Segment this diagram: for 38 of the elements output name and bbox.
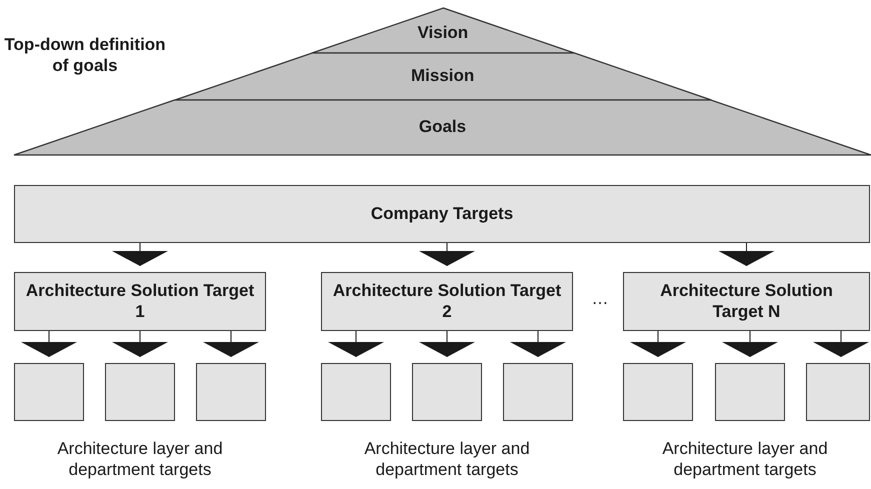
arrow: [112, 242, 168, 266]
arrow: [203, 330, 259, 358]
arrow: [419, 242, 475, 266]
node-label: Architecture Solution Target 2: [332, 281, 562, 322]
arrow: [328, 330, 384, 358]
target-box: [14, 272, 266, 331]
empty-box: [412, 363, 482, 421]
empty-box: [503, 363, 573, 421]
target-bar: [14, 185, 870, 243]
node-label: Goals: [418, 117, 466, 138]
caption: Architecture layer and department targets: [363, 438, 531, 480]
heading-label: Top-down definition of goals: [3, 34, 167, 76]
empty-box: [196, 363, 266, 421]
ellipsis: …: [590, 288, 610, 310]
arrow: [21, 330, 77, 358]
node-label: Company Targets: [370, 204, 514, 224]
empty-box: [806, 363, 870, 421]
node-label: Mission: [411, 66, 474, 87]
caption: Architecture layer and department targets: [56, 438, 224, 480]
target-box: [623, 272, 870, 331]
node-label: Architecture Solution Target N: [659, 281, 834, 322]
arrow: [630, 330, 686, 358]
arrow: [718, 242, 774, 266]
arrow: [419, 330, 475, 358]
arrow: [112, 330, 168, 358]
node-label: Architecture Solution Target 1: [24, 281, 256, 322]
arrow: [813, 330, 869, 358]
empty-box: [14, 363, 84, 421]
pyramid-band: [14, 100, 871, 155]
empty-box: [321, 363, 391, 421]
empty-box: [623, 363, 693, 421]
arrow: [722, 330, 778, 358]
empty-box: [715, 363, 785, 421]
arrow: [510, 330, 566, 358]
caption: Architecture layer and department targets: [661, 438, 829, 480]
node-label: Vision: [417, 22, 468, 43]
target-box: [321, 272, 573, 331]
empty-box: [105, 363, 175, 421]
